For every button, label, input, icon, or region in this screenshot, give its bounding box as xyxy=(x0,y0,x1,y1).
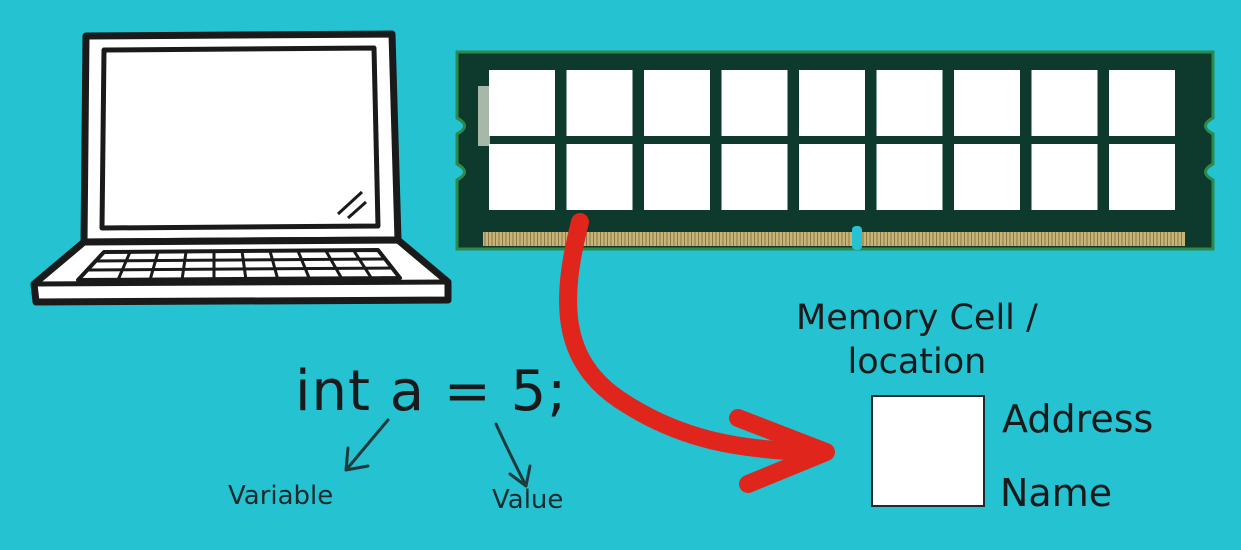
ram-cell xyxy=(1109,70,1175,136)
code-snippet: int a = 5; xyxy=(295,359,568,424)
value-label: Value xyxy=(492,485,564,515)
laptop-icon xyxy=(30,30,452,306)
ram-cell xyxy=(489,70,555,136)
ram-cell xyxy=(644,70,710,136)
ram-cell xyxy=(566,70,633,136)
ram-cell xyxy=(1109,144,1175,210)
ram-contacts xyxy=(483,226,1185,250)
ram-cell xyxy=(876,144,943,210)
ram-notch xyxy=(852,226,862,250)
ram-cells xyxy=(489,70,1175,210)
ram-cell xyxy=(721,70,788,136)
variable-label: Variable xyxy=(228,481,334,511)
ram-cell xyxy=(566,144,633,210)
ram-cell xyxy=(954,70,1020,136)
ram-cell xyxy=(644,144,710,210)
ram-cell xyxy=(876,70,943,136)
ram-cell xyxy=(1031,70,1098,136)
ram-cell xyxy=(799,70,865,136)
arrowhead-icon xyxy=(729,409,835,493)
memory-cell-title-line1: Memory Cell / xyxy=(796,298,1038,338)
ram-cell xyxy=(489,144,555,210)
curved-arrow-icon xyxy=(559,213,821,461)
memory-cell-title-line2: location xyxy=(847,341,987,382)
ram-cell xyxy=(954,144,1020,210)
name-label: Name xyxy=(1000,471,1113,515)
ram-cell xyxy=(1031,144,1098,210)
ram-cell xyxy=(799,144,865,210)
memory-cell-title: Memory Cell / location xyxy=(796,297,1038,385)
variable-pointer-icon xyxy=(344,418,390,472)
memory-cell-box xyxy=(871,395,985,507)
ram-contact-strip xyxy=(483,232,1185,246)
value-pointer-icon xyxy=(494,422,532,488)
address-label: Address xyxy=(1002,397,1154,441)
ram-cell xyxy=(721,144,788,210)
